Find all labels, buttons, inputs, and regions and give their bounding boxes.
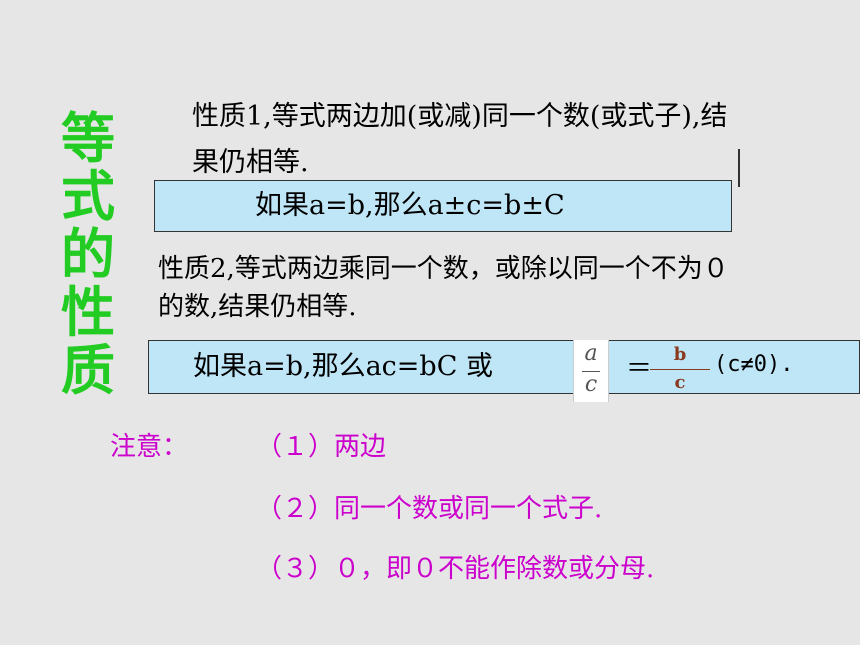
- title-char: 质: [61, 339, 115, 402]
- text-cursor: [738, 149, 740, 187]
- property-2-text: 性质2,等式两边乘同一个数，或除以同一个不为０的数,结果仍相等.: [158, 254, 729, 322]
- property-2-formula-box: 如果a=b,那么ac=bC 或: [148, 340, 860, 394]
- note-label: 注意：: [110, 432, 189, 462]
- slide-title: 等 式 的 性 质: [56, 110, 120, 400]
- property-1-text: 性质1,等式两边加(或减)同一个数(或式子),结果仍相等.: [192, 101, 728, 178]
- title-char: 式: [61, 165, 115, 228]
- title-char: 等: [61, 107, 115, 170]
- property-1-formula-box: 如果a=b,那么a±c=b±C: [154, 180, 732, 232]
- equals-sign: ＝: [626, 354, 653, 384]
- fraction-numerator: b: [673, 344, 687, 365]
- note-item-2: （２）同一个数或同一个式子.: [256, 494, 603, 524]
- fraction-denominator: c: [674, 372, 686, 393]
- fraction-b-over-c: b c: [650, 344, 710, 398]
- title-char: 的: [61, 223, 115, 286]
- fraction-denominator: c: [584, 372, 598, 397]
- fraction-numerator: a: [584, 341, 598, 366]
- fraction-a-over-c-image: a c: [573, 340, 609, 402]
- fraction-bar: [582, 371, 600, 372]
- title-char: 性: [61, 281, 115, 344]
- note-item-3: （３）０，即０不能作除数或分母.: [256, 554, 655, 584]
- fraction-bar: [650, 369, 710, 370]
- condition-text: (c≠0).: [714, 352, 794, 377]
- note-item-1: （１）两边: [256, 432, 387, 462]
